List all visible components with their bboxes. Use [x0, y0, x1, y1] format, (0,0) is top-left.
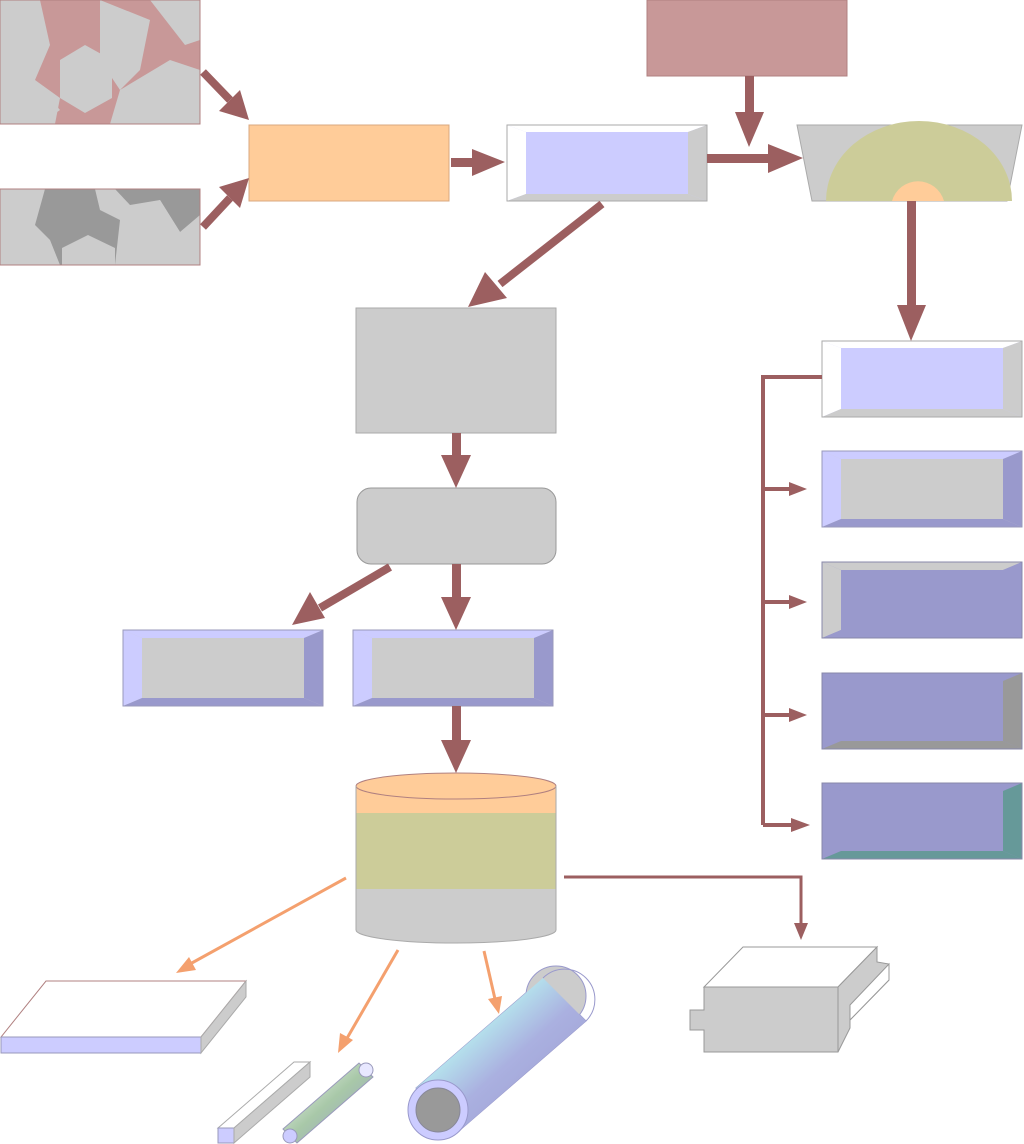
- mixing-box: [248, 124, 450, 202]
- product-tube: [407, 965, 596, 1141]
- rounded-box: [356, 487, 557, 565]
- arrow-rounded-to-left: [292, 563, 393, 625]
- process-box: [355, 307, 557, 434]
- ore-sample-top: [0, 0, 200, 124]
- ore-sample-top-border: [0, 0, 201, 125]
- arrow-mixing-to-reactor: [451, 149, 505, 176]
- ore-sample-bottom: [0, 189, 200, 265]
- output-box-left: [122, 629, 324, 707]
- arrow-reactor-to-process: [468, 200, 605, 307]
- furnace: [796, 121, 1023, 202]
- arrow-ore-top-to-mixing: [200, 69, 249, 120]
- arrow-reactor-to-furnace: [707, 144, 803, 173]
- right-box-1: [821, 340, 1023, 418]
- right-branch-connector: [761, 375, 822, 827]
- product-block: [689, 945, 890, 1053]
- arrow-additive-down: [735, 76, 764, 147]
- arrow-to-plate: [176, 876, 347, 973]
- arrow-ore-bottom-to-mixing: [200, 178, 249, 230]
- product-bar: [216, 1060, 312, 1144]
- additive-box: [646, 0, 848, 77]
- right-box-3: [821, 561, 1023, 639]
- right-box-4: [821, 672, 1023, 750]
- arrow-to-rod: [338, 949, 400, 1053]
- arrows-primary: [200, 69, 926, 773]
- cylinder-tank: [355, 772, 557, 944]
- arrow-process-to-rounded: [441, 433, 471, 488]
- right-box-2: [821, 450, 1023, 528]
- arrow-center-to-tank: [441, 706, 471, 773]
- right-branch-arrowheads: [789, 482, 810, 832]
- ore-sample-bottom-border: [0, 188, 201, 266]
- reactor-box: [506, 124, 708, 202]
- right-box-5: [821, 782, 1023, 860]
- arrow-furnace-to-right1: [897, 201, 926, 341]
- arrow-rounded-to-center: [441, 564, 471, 630]
- arrow-to-tube: [482, 950, 502, 1014]
- arrow-tank-to-block: [564, 875, 808, 940]
- output-box-center: [352, 629, 554, 707]
- product-plate: [0, 979, 248, 1055]
- arrows-to-products: [176, 876, 502, 1053]
- product-rod: [282, 1062, 374, 1144]
